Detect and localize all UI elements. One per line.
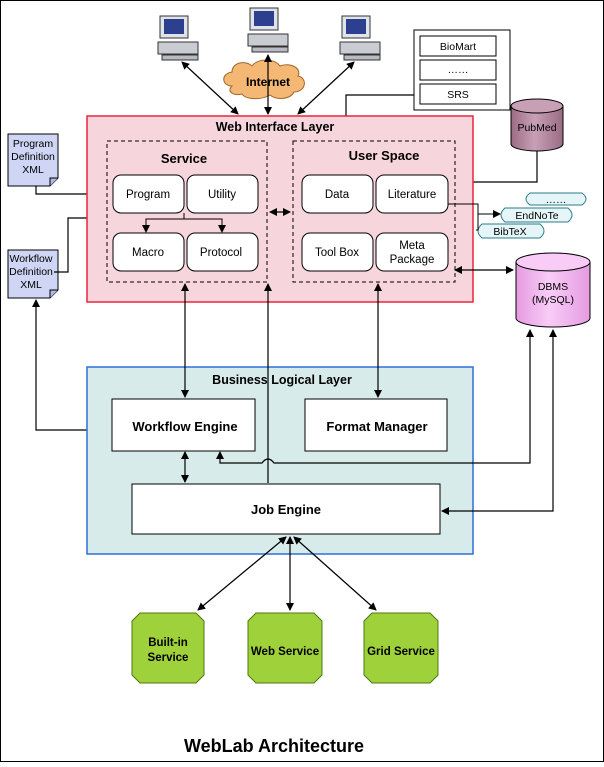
protocol-node (186, 232, 259, 272)
data-node (301, 174, 374, 214)
dbms-label-line1: DBMS (538, 281, 568, 293)
dbms-label-line2: (MySQL) (532, 294, 574, 306)
toolbox-node (301, 232, 374, 272)
user-space-group (292, 140, 456, 283)
dbms-database: DBMS (MySQL) (515, 252, 591, 328)
builtin-service-line1: Built-in (148, 637, 188, 649)
user-space-title: User Space (349, 148, 420, 163)
workflow-definition-doc: Workflow Definition XML (7, 249, 59, 299)
meta-package-line2: Package (390, 254, 435, 266)
workflow-def-line1: Workflow (10, 253, 53, 265)
utility-node (186, 174, 259, 214)
data-label: Data (325, 189, 350, 201)
layer-connectors (181, 283, 557, 515)
db-ellipsis-label: …… (448, 64, 469, 76)
grid-service-node: Grid Service (363, 612, 439, 684)
service-group (106, 140, 268, 283)
web-layer-title: Web Interface Layer (216, 120, 335, 134)
pubmed-label: PubMed (517, 122, 556, 134)
diagram-caption: WebLab Architecture (184, 736, 364, 756)
meta-package-line1: Meta (399, 240, 425, 252)
literature-node (375, 174, 449, 214)
literature-to-bibtex-line (476, 214, 479, 231)
toolbox-label: Tool Box (315, 247, 359, 259)
biomart-label: BioMart (440, 41, 476, 53)
workflow-def-line2: Definition (9, 266, 53, 278)
external-db-stack: BioMart …… SRS (413, 29, 511, 111)
client-arrows (181, 54, 355, 115)
reference-scrolls: …… EndNoTe BibTeX (477, 192, 587, 239)
program-def-line1: Program (13, 138, 54, 150)
ref-ellipsis-label: …… (546, 194, 567, 206)
protocol-label: Protocol (200, 247, 242, 259)
utility-label: Utility (208, 189, 236, 201)
program-definition-doc: Program Definition XML (7, 133, 59, 187)
workflow-def-line3: XML (20, 279, 42, 291)
program-node (112, 174, 185, 214)
web-service-node: Web Service (247, 612, 323, 684)
client-computer-right (339, 15, 381, 61)
client-computer-center (247, 7, 289, 53)
builtin-service-line2: Service (148, 652, 189, 664)
program-to-macro-arrow (142, 213, 185, 233)
pubmed-database: PubMed (510, 98, 564, 152)
grid-service-label: Grid Service (367, 646, 435, 658)
literature-to-endnote-arrow (448, 203, 501, 218)
biomart-box (419, 35, 497, 57)
srs-box (419, 83, 497, 105)
srs-label: SRS (447, 89, 469, 101)
endnote-label: EndNoTe (515, 210, 558, 222)
program-def-line3: XML (22, 164, 44, 176)
program-def-line2: Definition (11, 151, 55, 163)
macro-node (112, 232, 185, 272)
service-title: Service (161, 151, 207, 166)
macro-label: Macro (132, 247, 164, 259)
pubmed-arrow (451, 151, 538, 186)
bibtex-label: BibTeX (493, 226, 526, 238)
meta-package-node (375, 232, 449, 272)
internet-cloud: Internet (223, 59, 305, 100)
business-logical-layer: Business Logical Layer Workflow Engine F… (86, 366, 474, 555)
literature-label: Literature (388, 189, 437, 201)
job-engine-label: Job Engine (251, 502, 321, 517)
program-label: Program (126, 189, 170, 201)
job-engine-box (131, 483, 441, 535)
client-computer-left (157, 15, 199, 61)
builtin-service-node: Built-in Service (131, 612, 205, 684)
db-ellipsis-box (419, 59, 497, 81)
program-to-protocol-arrow (184, 218, 226, 233)
web-interface-layer: Web Interface Layer Service Program Util… (86, 115, 474, 303)
format-manager-label: Format Manager (326, 419, 427, 434)
web-service-label: Web Service (251, 646, 319, 658)
workflow-engine-label: Workflow Engine (132, 419, 237, 434)
service-arrows (197, 536, 377, 611)
business-layer-title: Business Logical Layer (212, 373, 352, 387)
